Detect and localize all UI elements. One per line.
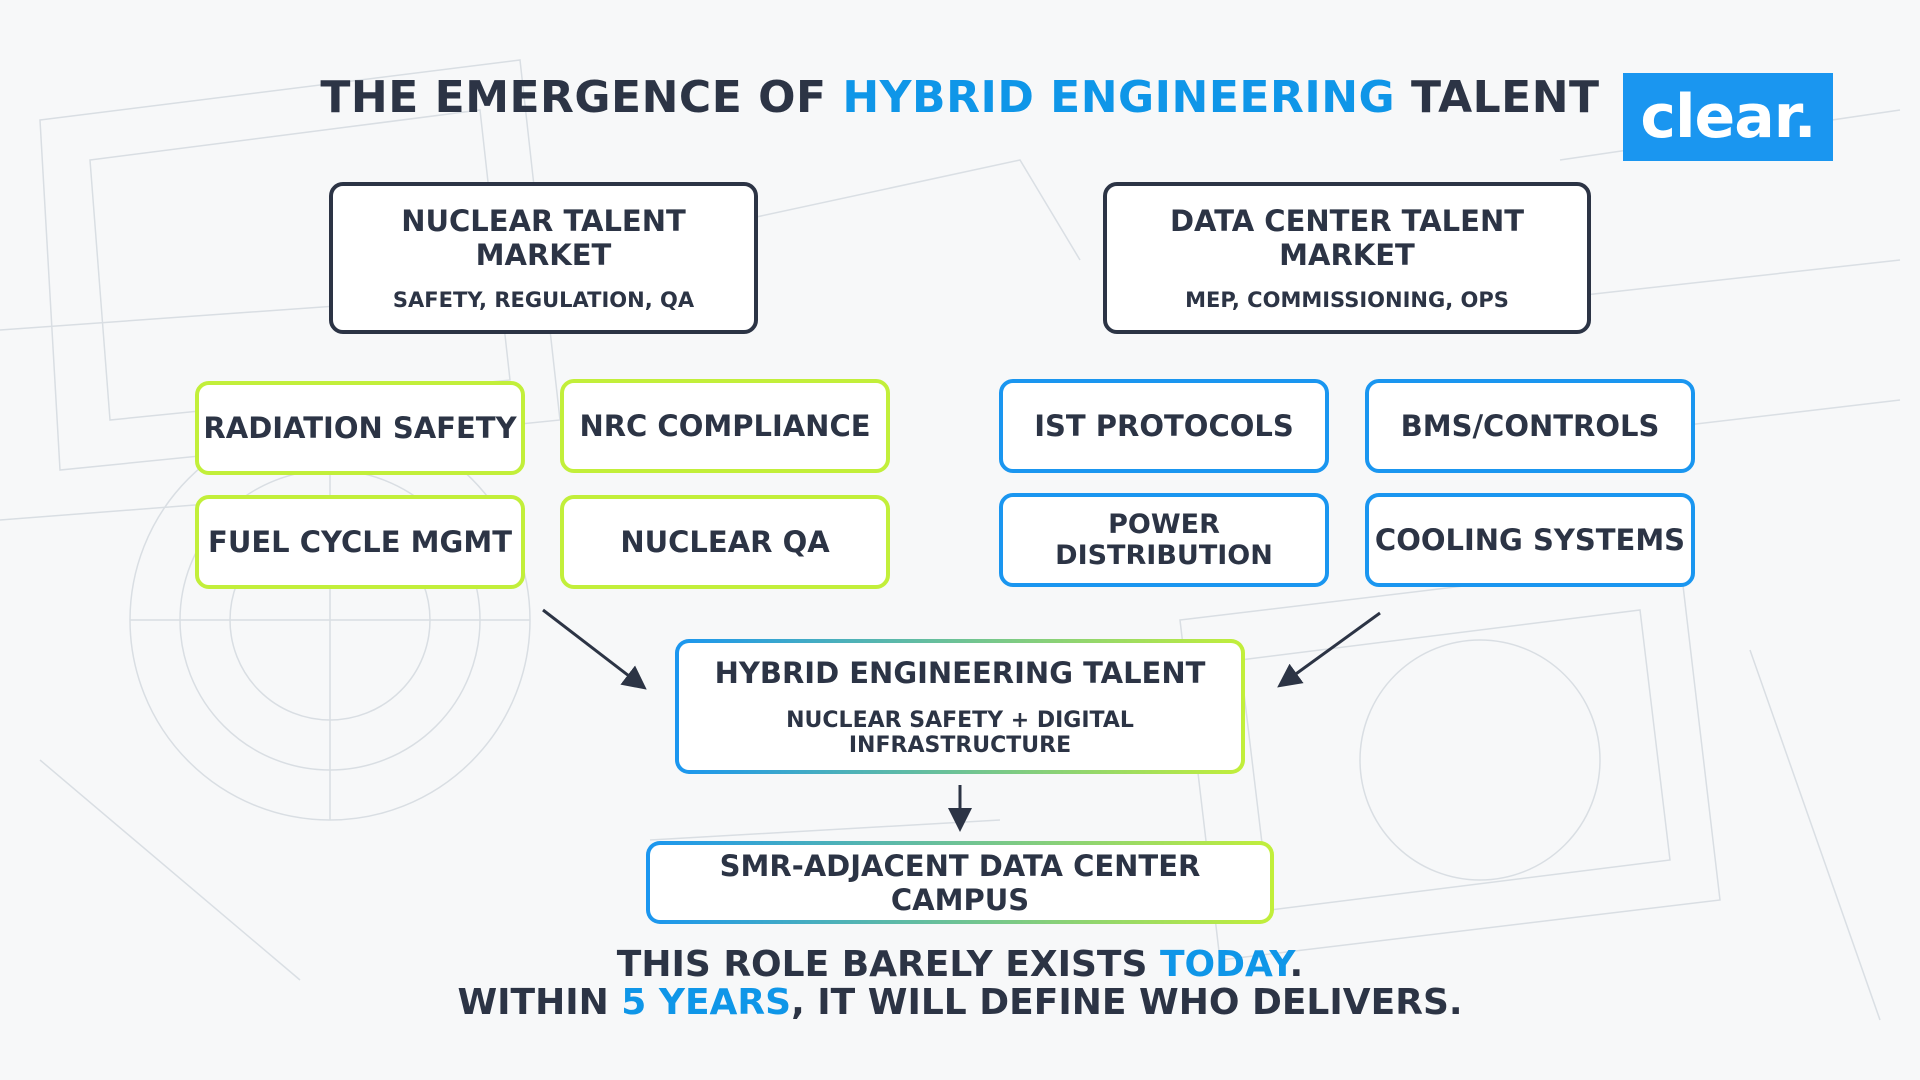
arrow-datacenter-to-hybrid bbox=[1277, 611, 1381, 688]
hybrid-heading: HYBRID ENGINEERING TALENT bbox=[714, 655, 1206, 690]
nuclear-market-sub: SAFETY, REGULATION, QA bbox=[392, 288, 695, 312]
datacenter-market-heading: DATA CENTER TALENT MARKET bbox=[1169, 204, 1525, 272]
skill-fuel-cycle-mgmt: FUEL CYCLE MGMT bbox=[195, 495, 525, 589]
nuclear-talent-market-box: NUCLEAR TALENT MARKET SAFETY, REGULATION… bbox=[329, 182, 758, 334]
clear-logo: clear. bbox=[1623, 73, 1833, 161]
hybrid-sub: NUCLEAR SAFETY + DIGITAL INFRASTRUCTURE bbox=[786, 707, 1134, 758]
skill-cooling-systems: COOLING SYSTEMS bbox=[1365, 493, 1695, 587]
tagline-1-pre: THIS ROLE BARELY EXISTS bbox=[616, 944, 1160, 985]
tagline-1-post: . bbox=[1289, 944, 1304, 985]
skill-ist-protocols: IST PROTOCOLS bbox=[999, 379, 1329, 473]
skill-nrc-compliance: NRC COMPLIANCE bbox=[560, 379, 890, 473]
tagline-line-2: WITHIN 5 YEARS, IT WILL DEFINE WHO DELIV… bbox=[0, 982, 1920, 1023]
tagline-2-highlight: 5 YEARS bbox=[621, 982, 792, 1023]
skill-bms-controls: BMS/CONTROLS bbox=[1365, 379, 1695, 473]
skill-nuclear-qa: NUCLEAR QA bbox=[560, 495, 890, 589]
arrow-nuclear-to-hybrid bbox=[542, 608, 647, 690]
skill-radiation-safety: RADIATION SAFETY bbox=[195, 381, 525, 475]
tagline-1-highlight: TODAY bbox=[1159, 944, 1290, 985]
title-post: TALENT bbox=[1395, 72, 1600, 123]
tagline-line-1: THIS ROLE BARELY EXISTS TODAY. bbox=[0, 944, 1920, 985]
page-title: THE EMERGENCE OF HYBRID ENGINEERING TALE… bbox=[0, 72, 1920, 123]
datacenter-talent-market-box: DATA CENTER TALENT MARKET MEP, COMMISSIO… bbox=[1103, 182, 1591, 334]
datacenter-market-sub: MEP, COMMISSIONING, OPS bbox=[1185, 288, 1509, 312]
nuclear-market-heading: NUCLEAR TALENT MARKET bbox=[401, 204, 686, 272]
skill-power-distribution: POWER DISTRIBUTION bbox=[999, 493, 1329, 587]
tagline-2-pre: WITHIN bbox=[457, 982, 622, 1023]
hybrid-engineering-talent-box: HYBRID ENGINEERING TALENT NUCLEAR SAFETY… bbox=[675, 639, 1245, 774]
title-highlight: HYBRID ENGINEERING bbox=[842, 72, 1396, 123]
tagline-2-post: , IT WILL DEFINE WHO DELIVERS. bbox=[791, 982, 1463, 1023]
title-pre: THE EMERGENCE OF bbox=[320, 72, 843, 123]
smr-campus-box: SMR-ADJACENT DATA CENTER CAMPUS bbox=[646, 841, 1274, 924]
